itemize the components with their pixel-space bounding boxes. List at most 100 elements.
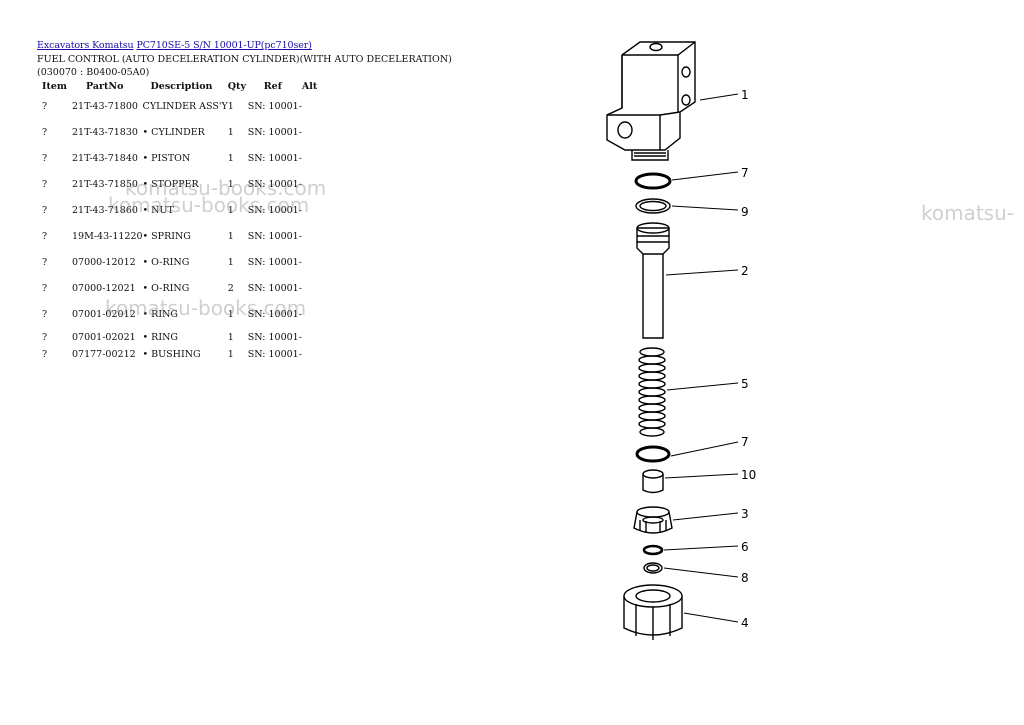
cell-qty: 1 [227, 230, 234, 242]
cell-description: • NUT [142, 204, 174, 216]
cell-alt [302, 347, 342, 361]
page-title: FUEL CONTROL (AUTO DECELERATION CYLINDER… [37, 54, 452, 78]
small-ring-part [643, 562, 663, 574]
stopper-part [633, 506, 673, 534]
cell-item: ? [42, 230, 48, 242]
table-row: ? 07001-02021 • RING 1 SN: 10001- [37, 327, 342, 347]
callout-label: 10 [741, 468, 756, 482]
table-row: ? 07001-02012 • RING 1 SN: 10001- [37, 301, 342, 327]
callout-label: 8 [741, 571, 749, 585]
cell-ref: SN: 10001- [247, 230, 302, 242]
exploded-parts-diagram: 1 7 9 2 5 7 10 3 6 8 4 [606, 41, 756, 640]
cell-alt [302, 327, 342, 347]
callout-label: 5 [741, 377, 749, 391]
cell-ref: SN: 10001- [247, 126, 302, 138]
header-qty: Qty [227, 80, 246, 92]
table-row: ? 07000-12012 • O-RING 1 SN: 10001- [37, 249, 342, 275]
cell-description: • CYLINDER [142, 126, 205, 138]
cell-qty: 1 [227, 178, 234, 190]
cell-qty: 1 [227, 100, 234, 112]
cell-description: • SPRING [142, 230, 191, 242]
cell-alt [302, 223, 342, 249]
header-partno: PartNo [86, 80, 124, 92]
cell-ref: SN: 10001- [247, 204, 302, 216]
cell-item: ? [42, 331, 48, 343]
breadcrumb-link-model[interactable]: PC710SE-5 S/N 10001-UP(pc710ser) [136, 40, 312, 51]
table-row: ? 21T-43-71850 • STOPPER 1 SN: 10001- [37, 171, 342, 197]
cell-item: ? [42, 282, 48, 294]
callout-label: 3 [741, 507, 749, 521]
cell-qty: 2 [227, 282, 234, 294]
cell-qty: 1 [227, 126, 234, 138]
callout-label: 6 [741, 540, 749, 554]
cell-qty: 1 [227, 256, 234, 268]
callout-label: 2 [741, 264, 749, 278]
cell-qty: 1 [227, 331, 234, 343]
cell-alt [302, 197, 342, 223]
small-o-ring-part [642, 544, 664, 556]
callout-label: 9 [741, 205, 749, 219]
bushing-part [642, 469, 664, 494]
watermark: komatsu- [921, 201, 1014, 225]
cell-alt [302, 249, 342, 275]
table-row: ? 19M-43-11220 • SPRING 1 SN: 10001- [37, 223, 342, 249]
table-row: ? 21T-43-71860 • NUT 1 SN: 10001- [37, 197, 342, 223]
table-row: ? 21T-43-71830 • CYLINDER 1 SN: 10001- [37, 119, 342, 145]
cell-alt [302, 93, 342, 119]
cell-description: • RING [142, 308, 178, 320]
callout-label: 7 [741, 435, 749, 449]
cell-ref: SN: 10001- [247, 348, 302, 360]
cell-description: CYLINDER ASS'Y [142, 100, 228, 112]
callout-label: 4 [741, 616, 749, 630]
cell-partno: 07001-02021 [72, 331, 136, 343]
callout-label: 7 [741, 166, 749, 180]
cell-partno: 21T-43-71860 [72, 204, 138, 216]
header-ref: Ref [263, 80, 282, 92]
header-item: Item [42, 80, 67, 92]
cell-item: ? [42, 256, 48, 268]
cell-alt [302, 301, 342, 327]
cylinder-body-part [606, 41, 696, 161]
cell-partno: 21T-43-71850 [72, 178, 138, 190]
ring-part [635, 198, 671, 214]
table-header-row: Item PartNo Description Qty Ref Alt [37, 79, 342, 93]
cell-item: ? [42, 126, 48, 138]
breadcrumb: Excavators Komatsu PC710SE-5 S/N 10001-U… [37, 40, 312, 51]
cell-ref: SN: 10001- [247, 282, 302, 294]
cell-description: • O-RING [142, 282, 190, 294]
piston-part [636, 222, 670, 339]
cell-description: • O-RING [142, 256, 190, 268]
cell-alt [302, 145, 342, 171]
parts-table: Item PartNo Description Qty Ref Alt ? 21… [37, 79, 342, 361]
cell-partno: 07000-12012 [72, 256, 136, 268]
cell-item: ? [42, 152, 48, 164]
cell-item: ? [42, 100, 48, 112]
table-row: ? 07000-12021 • O-RING 2 SN: 10001- [37, 275, 342, 301]
cell-ref: SN: 10001- [247, 331, 302, 343]
cell-ref: SN: 10001- [247, 308, 302, 320]
o-ring-part [634, 172, 672, 190]
cell-description: • BUSHING [142, 348, 201, 360]
cell-partno: 07001-02012 [72, 308, 136, 320]
table-row: ? 07177-00212 • BUSHING 1 SN: 10001- [37, 347, 342, 361]
cell-partno: 21T-43-71830 [72, 126, 138, 138]
cell-alt [302, 119, 342, 145]
cell-alt [302, 171, 342, 197]
breadcrumb-link-excavators[interactable]: Excavators Komatsu [37, 40, 134, 51]
cell-item: ? [42, 178, 48, 190]
cell-item: ? [42, 348, 48, 360]
cell-ref: SN: 10001- [247, 152, 302, 164]
cell-partno: 21T-43-71840 [72, 152, 138, 164]
o-ring-part [635, 445, 671, 463]
table-row: ? 21T-43-71840 • PISTON 1 SN: 10001- [37, 145, 342, 171]
header-description: Description [150, 80, 213, 92]
cell-ref: SN: 10001- [247, 178, 302, 190]
cell-description: • STOPPER [142, 178, 199, 190]
header-alt: Alt [301, 80, 318, 92]
cell-qty: 1 [227, 204, 234, 216]
cell-partno: 19M-43-11220 [72, 230, 143, 242]
cell-description: • RING [142, 331, 178, 343]
cell-item: ? [42, 204, 48, 216]
cell-description: • PISTON [142, 152, 191, 164]
cell-partno: 07000-12021 [72, 282, 136, 294]
